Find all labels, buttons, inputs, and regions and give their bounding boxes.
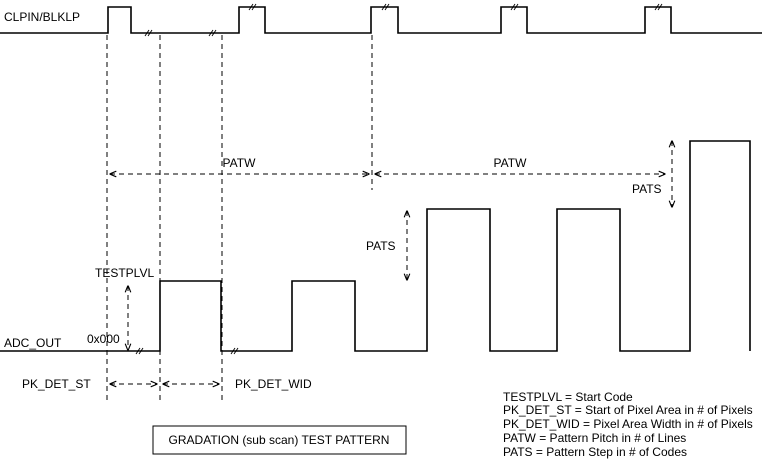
pats-label-2: PATS	[632, 182, 662, 196]
testplvl-label: TESTPLVL	[95, 266, 154, 280]
clpin-waveform	[0, 6, 762, 34]
patw-label-2: PATW	[494, 156, 528, 170]
legend-line-pk-det-st: PK_DET_ST = Start of Pixel Area in # of …	[503, 403, 753, 417]
pk-det-wid-label: PK_DET_WID	[235, 377, 312, 391]
title-box	[152, 425, 407, 455]
legend-line-pats: PATS = Pattern Step in # of Codes	[503, 445, 687, 459]
adc-signal-label: ADC_OUT	[4, 336, 62, 350]
adc-break-marks	[135, 347, 239, 355]
diagram-title: GRADATION (sub scan) TEST PATTERN	[169, 433, 390, 447]
legend-line-pk-det-wid: PK_DET_WID = Pixel Area Width in # of Pi…	[503, 417, 753, 431]
legend-line-testplvl: TESTPLVL = Start Code	[503, 390, 633, 404]
legend: TESTPLVL = Start Code PK_DET_ST = Start …	[503, 390, 753, 459]
pk-det-st-label: PK_DET_ST	[22, 377, 91, 391]
patw-label-1: PATW	[223, 156, 257, 170]
zero-code-label: 0x000	[87, 332, 120, 346]
adc-waveform	[0, 140, 751, 352]
pats-label-1: PATS	[366, 239, 396, 253]
clpin-break-marks	[144, 3, 663, 37]
guide-lines	[106, 35, 373, 402]
legend-line-patw: PATW = Pattern Pitch in # of Lines	[503, 431, 686, 445]
clpin-signal-label: CLPIN/BLKLP	[4, 10, 80, 24]
